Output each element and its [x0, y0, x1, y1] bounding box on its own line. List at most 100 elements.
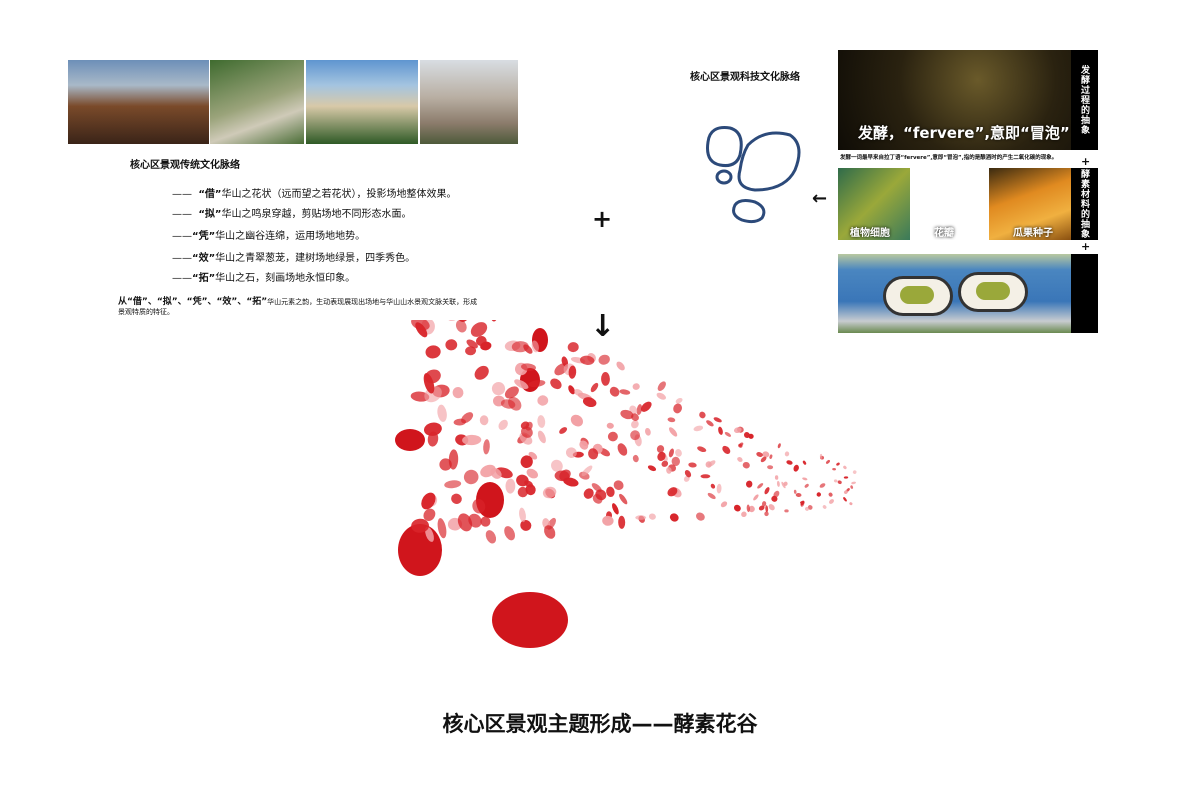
petal — [425, 526, 434, 542]
petal — [832, 467, 836, 471]
petal — [612, 503, 619, 515]
petal — [609, 386, 620, 397]
petal — [421, 492, 436, 510]
petal — [554, 470, 570, 482]
petal — [776, 480, 780, 487]
petal — [843, 465, 847, 470]
petal — [491, 381, 506, 396]
petal — [657, 451, 666, 461]
petal — [666, 467, 672, 474]
petal — [741, 511, 747, 518]
petal — [713, 417, 722, 423]
traditional-item: —— “借”华山之花状（远而望之若花状），投影场地整体效果。 — [172, 189, 457, 200]
petal — [505, 478, 516, 494]
petal — [722, 445, 731, 454]
petal — [800, 500, 805, 504]
petal — [793, 464, 799, 472]
petal — [498, 419, 508, 431]
petal — [765, 505, 769, 513]
petal — [567, 342, 579, 353]
bubbles-diagram — [706, 126, 801, 224]
petal — [425, 345, 441, 359]
petal — [581, 465, 593, 477]
huashan-photo-3 — [306, 60, 418, 144]
petal — [656, 445, 665, 453]
petal — [671, 456, 681, 466]
image-label: 瓜果种子 — [1013, 228, 1053, 239]
petal — [807, 505, 813, 510]
petal — [455, 320, 467, 333]
petal — [733, 427, 742, 433]
petal — [524, 480, 534, 488]
petal — [805, 506, 809, 511]
petal — [475, 335, 487, 346]
petal — [582, 397, 597, 408]
petal — [521, 426, 533, 438]
traditional-item: ——“效”华山之青翠葱茏，建树场地绿景，四季秀色。 — [172, 253, 416, 264]
petal — [451, 493, 462, 504]
petal — [606, 486, 615, 497]
petal — [520, 455, 533, 468]
petal — [423, 373, 435, 394]
petal — [504, 526, 515, 541]
petal — [490, 467, 502, 479]
petal — [802, 460, 807, 465]
traditional-title: 核心区景观传统文化脉络 — [130, 160, 240, 171]
traditional-item: —— “拟”华山之鸣泉穿越，剪贴场地不同形态水面。 — [172, 209, 412, 220]
petal — [668, 448, 674, 458]
petal — [565, 447, 577, 459]
petal — [748, 433, 754, 439]
petal — [607, 431, 618, 442]
petal — [636, 404, 643, 415]
petal — [550, 378, 562, 390]
petal — [668, 427, 678, 437]
petal — [519, 507, 526, 523]
site-plan-bar — [1071, 254, 1098, 333]
plus-icon: + — [1081, 240, 1091, 253]
petal — [758, 505, 765, 511]
petal — [720, 501, 728, 508]
petal — [490, 320, 498, 322]
petal — [561, 356, 569, 367]
petal — [453, 418, 466, 426]
petal — [767, 465, 774, 470]
petal — [520, 421, 530, 430]
petal — [613, 480, 624, 491]
petal — [616, 361, 625, 371]
petal — [514, 379, 529, 390]
petal — [463, 469, 479, 485]
petal — [645, 427, 651, 436]
petal — [619, 493, 628, 505]
petal — [695, 512, 705, 521]
petal — [769, 454, 773, 459]
petal — [852, 470, 857, 474]
petal — [843, 476, 849, 479]
petal — [517, 486, 528, 498]
image-label: 植物细胞 — [850, 228, 890, 239]
petal — [707, 492, 716, 500]
petal — [504, 386, 519, 399]
petal — [444, 480, 462, 489]
petal — [521, 363, 536, 371]
petal — [579, 440, 589, 450]
traditional-item: ——“拓”华山之石，刻画场地永恒印象。 — [172, 273, 356, 284]
petal — [850, 485, 854, 489]
petal — [716, 483, 722, 494]
petal — [480, 516, 491, 527]
petal — [667, 487, 678, 497]
petal — [700, 474, 711, 479]
petal — [485, 530, 497, 544]
petal — [439, 458, 452, 471]
petal — [657, 381, 666, 392]
petal — [598, 354, 610, 365]
petal — [768, 504, 775, 511]
petal — [411, 518, 429, 533]
petal — [762, 451, 770, 458]
petals-photo: 花瓣 — [912, 168, 986, 240]
petal — [648, 513, 656, 520]
petal — [771, 495, 778, 502]
fermentation-process-bar: 发酵过程的抽象 — [1071, 50, 1098, 150]
petal — [816, 492, 821, 497]
petal — [520, 519, 532, 531]
petal — [590, 382, 599, 393]
